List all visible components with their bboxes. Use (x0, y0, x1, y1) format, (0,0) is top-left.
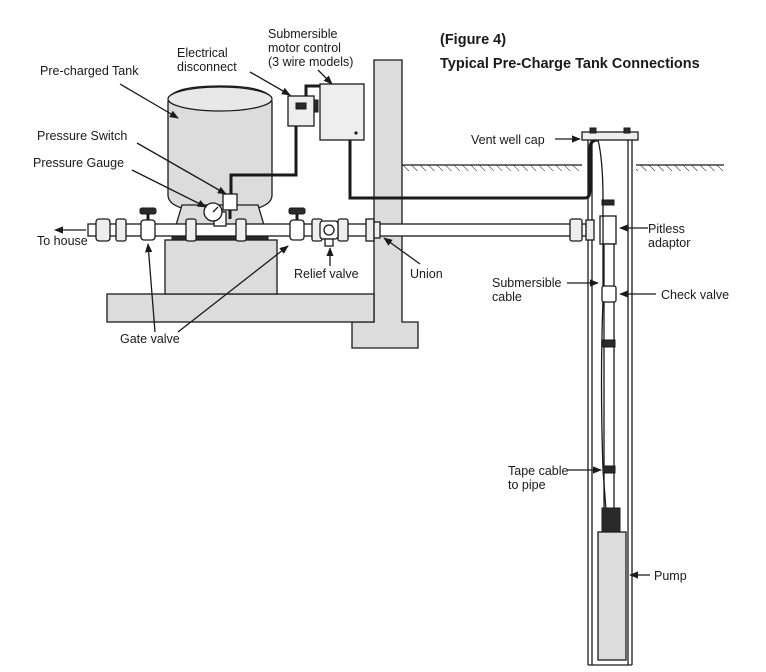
label-electrical-disconnect: disconnect (177, 60, 237, 74)
label-pressure-switch: Pressure Switch (37, 129, 127, 143)
gate-valve-right (288, 207, 306, 241)
gate-valve-left (139, 207, 157, 241)
concrete-pad (164, 239, 278, 295)
label-motor-control: (3 wire models) (268, 55, 353, 69)
submersible-cable (597, 139, 607, 511)
check-valve (601, 285, 617, 303)
label-to-house: To house (37, 234, 88, 248)
label-check-valve: Check valve (661, 288, 729, 302)
label-pitless-adaptor: adaptor (648, 236, 690, 250)
label-electrical-disconnect: Electrical (177, 46, 228, 60)
label-motor-control: Submersible (268, 27, 338, 41)
ground-surface (402, 164, 724, 171)
figure-number: (Figure 4) (440, 32, 506, 48)
leader-lines (119, 69, 656, 579)
label-pre-charged-tank: Pre-charged Tank (40, 64, 139, 78)
label-tape-cable: Tape cable (508, 464, 569, 478)
label-pressure-gauge: Pressure Gauge (33, 156, 124, 170)
vent-well-cap (581, 127, 639, 141)
relief-valve (319, 220, 339, 247)
union-fitting (365, 218, 381, 242)
label-gate-valve: Gate valve (120, 332, 180, 346)
submersible-pump (597, 507, 627, 661)
label-submersible-cable: Submersible (492, 276, 562, 290)
label-union: Union (410, 267, 443, 281)
foundation-wall (106, 59, 419, 349)
label-pump: Pump (654, 569, 687, 583)
label-submersible-cable: cable (492, 290, 522, 304)
label-tape-cable: to pipe (508, 478, 546, 492)
motor-control-box (319, 83, 365, 141)
cable-tape (602, 465, 616, 474)
figure-title: Typical Pre-Charge Tank Connections (440, 56, 700, 72)
label-pitless-adaptor: Pitless (648, 222, 685, 236)
electrical-wiring (229, 84, 599, 200)
pressure-gauge (203, 202, 223, 222)
label-vent-well-cap: Vent well cap (471, 133, 545, 147)
pitless-adaptor (585, 199, 617, 245)
electrical-disconnect (287, 95, 319, 127)
label-motor-control: motor control (268, 41, 341, 55)
cable-tape (602, 339, 616, 348)
label-relief-valve: Relief valve (294, 267, 359, 281)
